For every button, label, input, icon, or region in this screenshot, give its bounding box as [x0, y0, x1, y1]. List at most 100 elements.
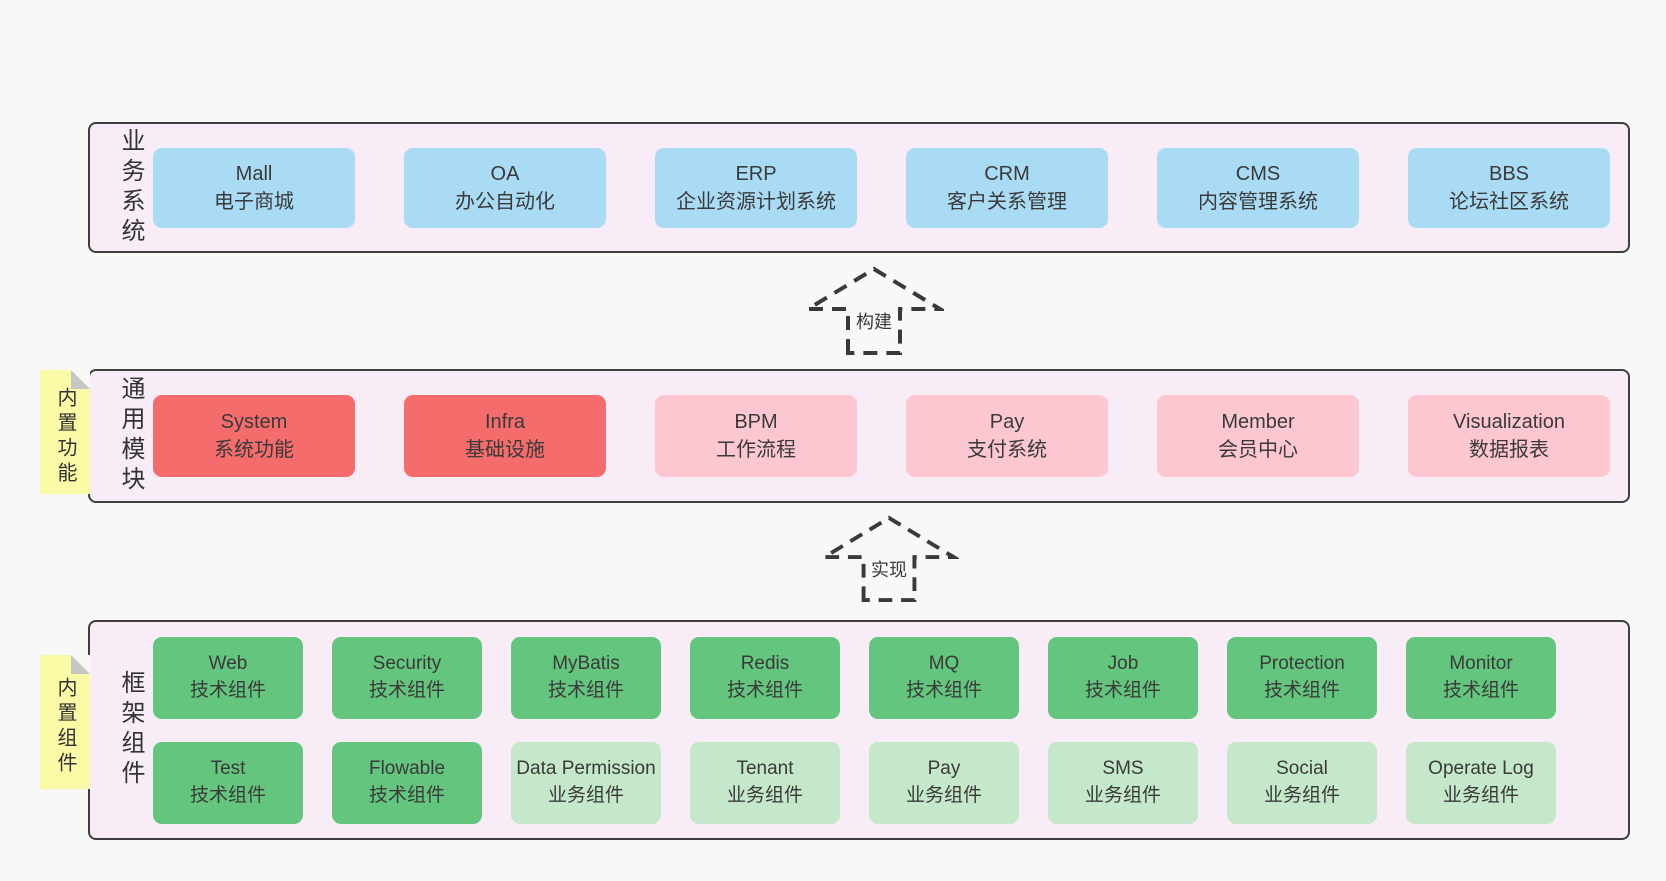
sticky-note-builtin-components: 内置组件 — [40, 655, 90, 789]
box-subtitle: 技术组件 — [905, 679, 982, 701]
box-subtitle: 会员中心 — [1218, 439, 1298, 461]
box-subtitle: 技术组件 — [1263, 679, 1340, 701]
box-subtitle: 数据报表 — [1469, 439, 1549, 461]
box-subtitle: 技术组件 — [1084, 679, 1161, 701]
box-oa: OA 办公自动化 — [404, 147, 606, 228]
framework-row-2: Test 技术组件 Flowable 技术组件 Data Permission … — [153, 741, 1610, 824]
box-subtitle: 技术组件 — [189, 784, 266, 806]
arrow-label: 实现 — [868, 554, 910, 583]
modules-boxes-row: System 系统功能 Infra 基础设施 BPM 工作流程 Pay 支付系统… — [153, 395, 1628, 477]
box-web: Web 技术组件 — [153, 636, 303, 719]
fold-corner-icon — [71, 655, 90, 674]
box-title: Data Permission — [516, 757, 656, 779]
box-social: Social 业务组件 — [1227, 741, 1377, 824]
box-flowable: Flowable 技术组件 — [332, 741, 482, 824]
box-mybatis: MyBatis 技术组件 — [511, 636, 661, 719]
box-subtitle: 技术组件 — [547, 679, 624, 701]
framework-boxes-grid: Web 技术组件 Security 技术组件 MyBatis 技术组件 Redi… — [153, 636, 1628, 824]
box-system: System 系统功能 — [153, 395, 355, 477]
box-subtitle: 内容管理系统 — [1198, 190, 1318, 213]
box-test: Test 技术组件 — [153, 741, 303, 824]
box-subtitle: 业务组件 — [905, 784, 982, 806]
box-subtitle: 技术组件 — [368, 784, 445, 806]
box-title: ERP — [735, 162, 777, 185]
box-title: OA — [490, 162, 520, 185]
box-title: Visualization — [1453, 411, 1565, 433]
box-title: Job — [1107, 652, 1139, 674]
box-subtitle: 工作流程 — [716, 439, 796, 461]
panel-label-business-systems: 业务系统 — [117, 127, 144, 248]
box-title: Social — [1276, 757, 1328, 779]
box-subtitle: 技术组件 — [368, 679, 445, 701]
box-job: Job 技术组件 — [1048, 636, 1198, 719]
box-operate-log: Operate Log 业务组件 — [1406, 741, 1556, 824]
box-title: BBS — [1488, 162, 1530, 185]
business-systems-panel: 业务系统 Mall 电子商城 OA 办公自动化 ERP 企业资源计划系统 CRM… — [88, 122, 1630, 253]
build-arrow: 构建 — [804, 265, 944, 357]
box-title: Flowable — [368, 757, 446, 779]
box-monitor: Monitor 技术组件 — [1406, 636, 1556, 719]
common-modules-panel: 通用模块 System 系统功能 Infra 基础设施 BPM 工作流程 Pay… — [88, 369, 1630, 503]
box-title: Pay — [927, 757, 961, 779]
box-subtitle: 系统功能 — [214, 439, 294, 461]
box-protection: Protection 技术组件 — [1227, 636, 1377, 719]
box-title: Web — [208, 652, 248, 674]
business-boxes-row: Mall 电子商城 OA 办公自动化 ERP 企业资源计划系统 CRM 客户关系… — [153, 147, 1628, 228]
box-subtitle: 办公自动化 — [455, 190, 555, 213]
box-subtitle: 技术组件 — [726, 679, 803, 701]
box-subtitle: 技术组件 — [1442, 679, 1519, 701]
box-title: Redis — [740, 652, 790, 674]
box-title: CRM — [984, 162, 1030, 185]
box-title: CMS — [1235, 162, 1281, 185]
box-title: MyBatis — [552, 652, 620, 674]
sticky-note-text: 内置组件 — [54, 677, 76, 777]
framework-components-panel: 框架组件 Web 技术组件 Security 技术组件 MyBatis 技术组件… — [88, 620, 1630, 840]
panel-label-framework-components: 框架组件 — [117, 670, 144, 790]
box-title: Operate Log — [1428, 757, 1534, 779]
box-title: Mall — [235, 162, 273, 185]
box-subtitle: 业务组件 — [547, 784, 624, 806]
box-title: System — [220, 411, 288, 433]
box-cms: CMS 内容管理系统 — [1157, 147, 1359, 228]
box-subtitle: 业务组件 — [726, 784, 803, 806]
sticky-note-builtin-features: 内置功能 — [40, 370, 90, 494]
sticky-note-text: 内置功能 — [54, 387, 76, 487]
box-subtitle: 基础设施 — [465, 439, 545, 461]
box-subtitle: 技术组件 — [189, 679, 266, 701]
box-title: Member — [1221, 411, 1295, 433]
box-infra: Infra 基础设施 — [404, 395, 606, 477]
box-subtitle: 企业资源计划系统 — [676, 190, 836, 213]
box-title: Security — [372, 652, 442, 674]
box-redis: Redis 技术组件 — [690, 636, 840, 719]
box-title: Tenant — [736, 757, 794, 779]
fold-corner-icon — [71, 370, 90, 389]
box-sms: SMS 业务组件 — [1048, 741, 1198, 824]
box-tenant: Tenant 业务组件 — [690, 741, 840, 824]
box-pay-module: Pay 支付系统 — [906, 395, 1108, 477]
box-title: BPM — [734, 411, 778, 433]
box-bbs: BBS 论坛社区系统 — [1408, 147, 1610, 228]
box-title: Pay — [989, 411, 1025, 433]
panel-label-common-modules: 通用模块 — [117, 376, 144, 496]
box-title: SMS — [1102, 757, 1144, 779]
framework-row-1: Web 技术组件 Security 技术组件 MyBatis 技术组件 Redi… — [153, 636, 1610, 719]
box-subtitle: 支付系统 — [967, 439, 1047, 461]
box-subtitle: 客户关系管理 — [947, 190, 1067, 213]
implement-arrow: 实现 — [819, 514, 959, 604]
box-subtitle: 电子商城 — [214, 190, 294, 213]
box-title: MQ — [928, 652, 960, 674]
box-pay-component: Pay 业务组件 — [869, 741, 1019, 824]
box-mq: MQ 技术组件 — [869, 636, 1019, 719]
box-visualization: Visualization 数据报表 — [1408, 395, 1610, 477]
arrow-label: 构建 — [853, 307, 895, 336]
box-title: Protection — [1259, 652, 1345, 674]
box-erp: ERP 企业资源计划系统 — [655, 147, 857, 228]
box-title: Infra — [484, 411, 526, 433]
box-subtitle: 业务组件 — [1442, 784, 1519, 806]
box-member: Member 会员中心 — [1157, 395, 1359, 477]
box-mall: Mall 电子商城 — [153, 147, 355, 228]
box-data-permission: Data Permission 业务组件 — [511, 741, 661, 824]
box-security: Security 技术组件 — [332, 636, 482, 719]
box-bpm: BPM 工作流程 — [655, 395, 857, 477]
